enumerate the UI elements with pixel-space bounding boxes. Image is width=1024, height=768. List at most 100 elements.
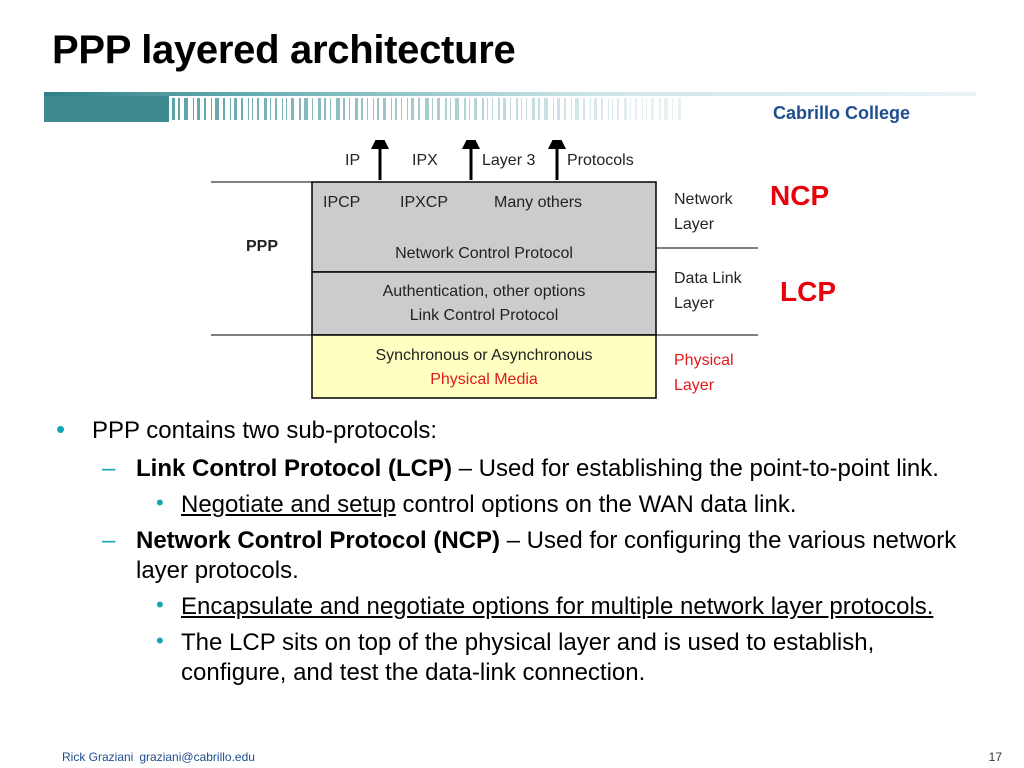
bullet-lcp: – Link Control Protocol (LCP) – Used for…: [52, 454, 982, 484]
banner-stripe: [197, 98, 200, 120]
banner-stripe: [377, 98, 379, 120]
negotiate-setup-text: Negotiate and setup: [181, 491, 396, 518]
banner-stripe: [672, 98, 673, 120]
label-ppp: PPP: [246, 238, 278, 255]
banner-stripe: [678, 98, 681, 120]
banner-stripe: [445, 98, 447, 120]
banner-stripe: [474, 98, 477, 120]
label-protocols: Protocols: [567, 152, 634, 169]
label-ipx: IPX: [412, 152, 438, 169]
banner-stripe: [601, 98, 603, 120]
banner-stripe: [425, 98, 429, 120]
banner-stripe: [624, 98, 627, 120]
bullet-ncp: – Network Control Protocol (NCP) – Used …: [52, 526, 982, 586]
bullet-mark: •: [156, 490, 164, 515]
banner-stripe: [223, 98, 225, 120]
college-logo-text: Cabrillo College: [773, 103, 911, 123]
bullet-lcp-sits-on-top: • The LCP sits on top of the physical la…: [52, 628, 982, 688]
banner-stripe: [608, 98, 609, 120]
banner-stripe: [349, 98, 350, 120]
dash-mark: –: [102, 455, 116, 482]
banner-stripe: [464, 98, 466, 120]
bullet-ncp-encapsulate: • Encapsulate and negotiate options for …: [52, 592, 982, 622]
banner-stripe: [178, 98, 180, 120]
bullet-mark: •: [156, 592, 164, 617]
banner-stripe: [252, 98, 253, 120]
banner-stripe: [557, 98, 560, 120]
physical-box: [311, 334, 657, 399]
banner-stripe: [355, 98, 358, 120]
label-datalink-layer-2: Layer: [674, 295, 715, 312]
banner-stripe: [635, 98, 637, 120]
banner-stripe: [418, 98, 420, 120]
banner-stripe: [324, 98, 326, 120]
banner-stripe: [455, 98, 459, 120]
banner-stripe: [503, 98, 506, 120]
label-physical-media: Physical Media: [430, 371, 538, 388]
banner-stripe: [184, 98, 188, 120]
banner-stripe: [336, 98, 340, 120]
label-network-layer-2: Layer: [674, 216, 715, 233]
banner-stripe: [583, 98, 585, 120]
banner-stripe: [498, 98, 500, 120]
lcp-physical-text: The LCP sits on top of the physical laye…: [181, 629, 875, 686]
banner-stripe: [230, 98, 231, 120]
banner-stripe: [391, 98, 392, 120]
banner-stripe: [318, 98, 321, 120]
banner-stripe: [469, 98, 470, 120]
banner-stripe: [432, 98, 433, 120]
banner-stripe: [395, 98, 397, 120]
banner-stripe: [651, 98, 654, 120]
bullet-list: • PPP contains two sub-protocols: – Link…: [52, 414, 982, 694]
banner-stripe: [204, 98, 206, 120]
banner-stripe: [617, 98, 619, 120]
banner-stripe: [437, 98, 440, 120]
banner-stripe: [411, 98, 414, 120]
banner-stripe: [172, 98, 175, 120]
banner-stripe: [664, 98, 668, 120]
negotiate-rest-text: control options on the WAN data link.: [395, 491, 797, 518]
label-datalink-layer-1: Data Link: [674, 270, 743, 287]
banner-stripe: [646, 98, 647, 120]
label-ipxcp: IPXCP: [400, 194, 448, 211]
banner-stripe: [299, 98, 301, 120]
banner-stripe: [343, 98, 345, 120]
dash-mark: –: [102, 527, 116, 554]
label-sync-async: Synchronous or Asynchronous: [375, 347, 592, 364]
label-network-control-protocol: Network Control Protocol: [395, 245, 573, 262]
banner-stripe: [291, 98, 294, 120]
lcp-description: – Used for establishing the point-to-poi…: [451, 455, 939, 482]
banner-stripe: [564, 98, 566, 120]
banner-stripe: [270, 98, 271, 120]
lcp-box: [311, 271, 657, 336]
label-many-others: Many others: [494, 194, 582, 211]
banner-stripe: [482, 98, 484, 120]
banner-stripe: [526, 98, 527, 120]
footer-email: graziani@cabrillo.edu: [139, 750, 255, 764]
banner-stripe: [193, 98, 194, 120]
header-banner: [44, 92, 976, 122]
banner-stripe: [211, 98, 212, 120]
banner-stripe: [575, 98, 579, 120]
banner-stripe: [450, 98, 451, 120]
ncp-description: – Used for configuring the various netwo…: [136, 527, 957, 584]
label-ip: IP: [345, 152, 360, 169]
banner-stripe: [257, 98, 259, 120]
banner-stripe: [630, 98, 631, 120]
page-number: 17: [988, 750, 1002, 764]
slide-title: PPP layered architecture: [52, 28, 516, 72]
banner-stripe: [282, 98, 283, 120]
label-ipcp: IPCP: [323, 194, 360, 211]
banner-stripe: [330, 98, 331, 120]
bullet-text: PPP contains two sub-protocols:: [92, 417, 438, 444]
label-physical-layer-2: Layer: [674, 377, 715, 394]
banner-stripe: [286, 98, 287, 120]
label-layer3: Layer 3: [482, 152, 535, 169]
lcp-term: Link Control Protocol (LCP): [136, 455, 452, 482]
banner-stripe: [553, 98, 554, 120]
ncp-tag: NCP: [770, 180, 830, 211]
label-physical-layer-1: Physical: [674, 352, 734, 369]
banner-stripe: [361, 98, 363, 120]
ppp-architecture-diagram: IP IPX Layer 3 Protocols PPP IPCP IPXCP …: [211, 140, 758, 399]
